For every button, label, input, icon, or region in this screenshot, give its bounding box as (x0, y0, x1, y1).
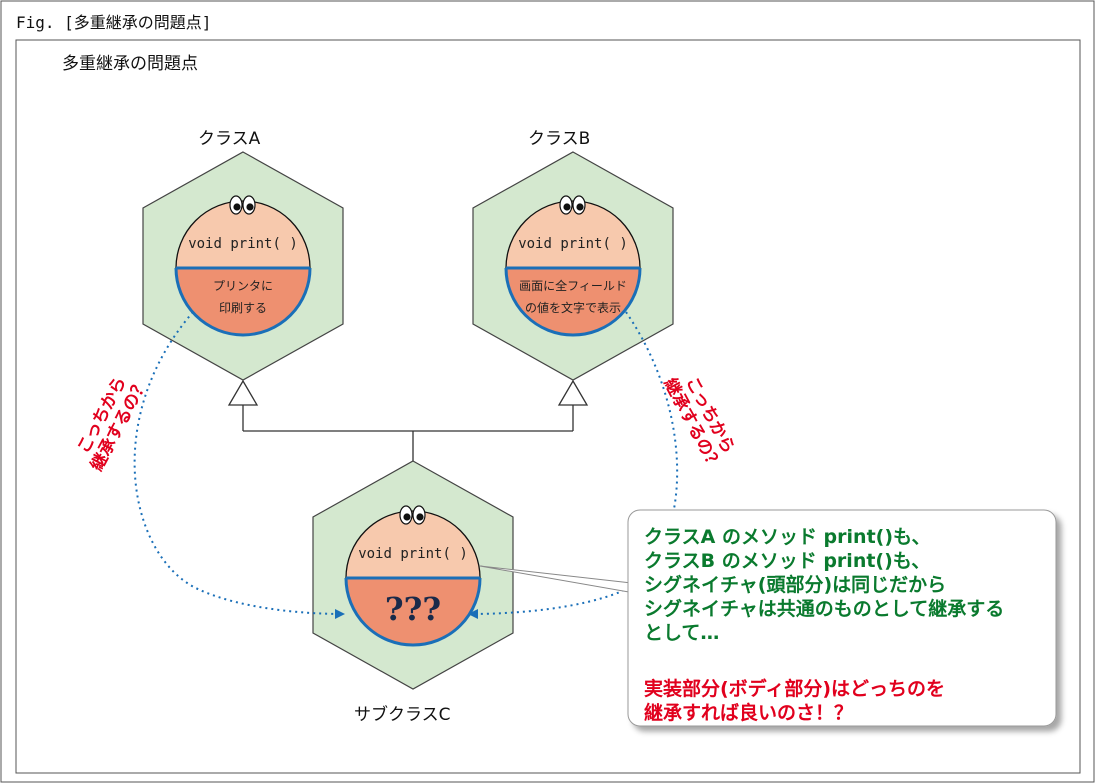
impl-text-a-2: 印刷する (219, 301, 267, 315)
method-signature-c: void print( ) (358, 546, 468, 562)
method-signature-b: void print( ) (518, 236, 628, 252)
eyes-icon (399, 505, 426, 525)
callout-line-6: 実装部分(ボディ部分)はどっちのを (644, 678, 946, 700)
head-class-b (504, 200, 642, 337)
callout-line-4: シグネイチャは共通のものとして継承する (644, 598, 1005, 620)
eyes-icon (229, 195, 256, 215)
impl-text-b-1: 画面に全フィールド (519, 278, 627, 293)
figure-title: Fig. [多重継承の問題点] (16, 13, 212, 32)
impl-text-c: ??? (385, 590, 441, 628)
callout-line-2: クラスB のメソッド print()も、 (644, 550, 931, 572)
eyes-icon (559, 195, 586, 215)
panel-border (15, 39, 1081, 774)
panel-title: 多重継承の問題点 (62, 54, 198, 74)
class-c-label: サブクラスC (354, 705, 451, 725)
class-a-label: クラスA (198, 129, 261, 149)
class-b-label: クラスB (528, 129, 591, 149)
impl-text-b-2: の値を文字で表示 (525, 300, 621, 315)
callout-line-5: として… (644, 622, 720, 644)
method-signature-a: void print( ) (188, 236, 298, 252)
inheritance-arrow-a (227, 379, 259, 406)
impl-text-a-1: プリンタに (213, 279, 273, 293)
inheritance-arrow-b (557, 379, 589, 406)
dotted-arrow-right (468, 311, 679, 619)
callout: クラスA のメソッド print()も、 クラスB のメソッド print()も… (628, 510, 1056, 726)
head-class-a (174, 200, 312, 337)
callout-box (627, 509, 1057, 727)
callout-line-3: シグネイチャ(頭部分)は同じだから (644, 574, 947, 596)
callout-line-1: クラスA のメソッド print()も、 (644, 526, 931, 548)
inheritance-lines (242, 405, 574, 461)
callout-line-7: 継承すれば良いのさ！？ (644, 702, 854, 724)
